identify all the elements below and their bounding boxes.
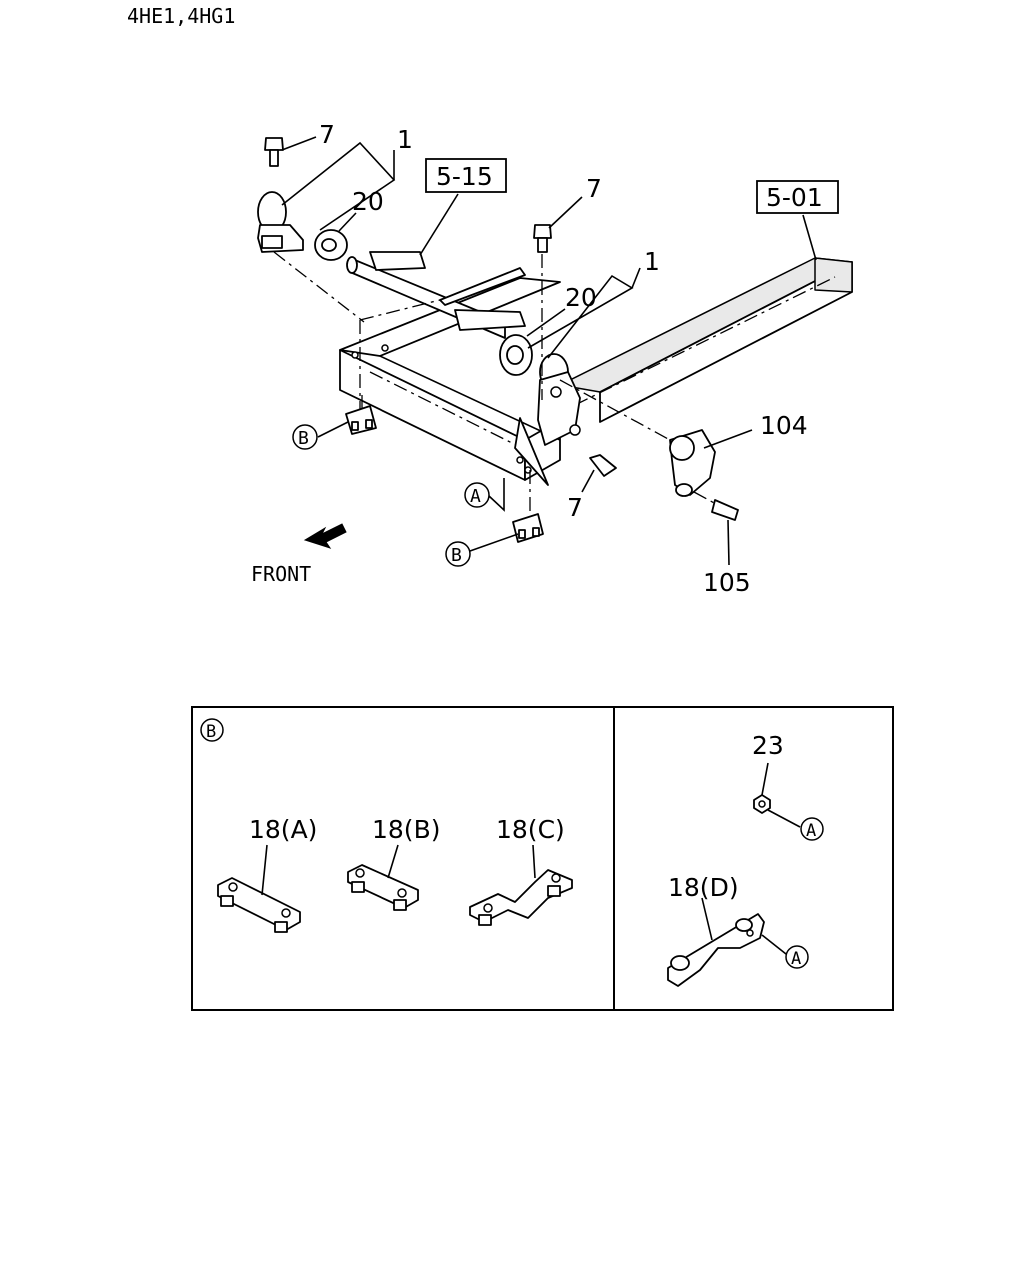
plate-18b bbox=[347, 844, 419, 911]
callout-104: 104 bbox=[760, 411, 808, 440]
marker-b-lower[interactable]: B bbox=[445, 541, 471, 567]
plate-18d bbox=[667, 897, 787, 987]
detail-a-marker-upper: A bbox=[800, 817, 824, 841]
frame-rail-5-01 bbox=[559, 257, 853, 423]
callout-1-right: 1 bbox=[644, 247, 660, 276]
label-23: 23 bbox=[752, 731, 784, 760]
bracket-left-1 bbox=[257, 191, 304, 253]
bolt-105 bbox=[693, 491, 739, 521]
detail-panel-frame bbox=[191, 706, 894, 1011]
svg-text:A: A bbox=[791, 949, 801, 969]
wedge-indicator bbox=[514, 417, 549, 486]
front-label: FRONT bbox=[251, 562, 311, 586]
bracket-104 bbox=[559, 379, 716, 497]
label-18b: 18(B) bbox=[372, 815, 440, 844]
svg-text:B: B bbox=[298, 428, 309, 449]
spring-shaft-5-15 bbox=[346, 251, 526, 339]
ref-box-5-01-label: 5-01 bbox=[766, 183, 823, 212]
callout-1-left: 1 bbox=[397, 125, 413, 154]
ref-box-5-15-label: 5-15 bbox=[436, 162, 493, 191]
bushing-right-20 bbox=[499, 334, 533, 376]
svg-text:A: A bbox=[470, 486, 481, 507]
plate-18c bbox=[469, 844, 573, 926]
detail-a-marker-lower: A bbox=[785, 945, 809, 969]
svg-text:A: A bbox=[806, 821, 816, 841]
bushing-left-20 bbox=[314, 229, 348, 261]
front-arrow-icon bbox=[303, 523, 347, 549]
marker-b-left[interactable]: B bbox=[292, 424, 318, 450]
engine-model-title: 4HE1,4HG1 bbox=[127, 4, 235, 28]
detail-b-marker: B bbox=[200, 718, 224, 742]
label-18c: 18(C) bbox=[496, 815, 565, 844]
bolt-left-7 bbox=[264, 137, 284, 167]
callout-7-upper-left: 7 bbox=[319, 120, 335, 149]
bolt-mid-7 bbox=[533, 224, 552, 400]
svg-text:B: B bbox=[451, 545, 462, 566]
nut-23 bbox=[753, 762, 801, 828]
bracket-right-1 bbox=[537, 353, 581, 446]
label-18a: 18(A) bbox=[249, 815, 317, 844]
ref-box-5-01[interactable] bbox=[756, 180, 839, 214]
callout-20-right: 20 bbox=[565, 283, 597, 312]
bracket-b-left bbox=[345, 405, 377, 435]
bracket-b-lower bbox=[512, 513, 544, 543]
bolt-lower-7 bbox=[589, 454, 617, 477]
ref-box-5-15[interactable] bbox=[425, 158, 507, 193]
svg-text:B: B bbox=[206, 722, 216, 742]
callout-7-lower: 7 bbox=[567, 493, 583, 522]
marker-a-lower[interactable]: A bbox=[464, 482, 490, 508]
callout-105: 105 bbox=[703, 568, 751, 597]
label-18d: 18(D) bbox=[668, 873, 739, 902]
callout-20-left: 20 bbox=[352, 187, 384, 216]
plate-18a bbox=[217, 844, 301, 933]
callout-7-upper-mid: 7 bbox=[586, 174, 602, 203]
